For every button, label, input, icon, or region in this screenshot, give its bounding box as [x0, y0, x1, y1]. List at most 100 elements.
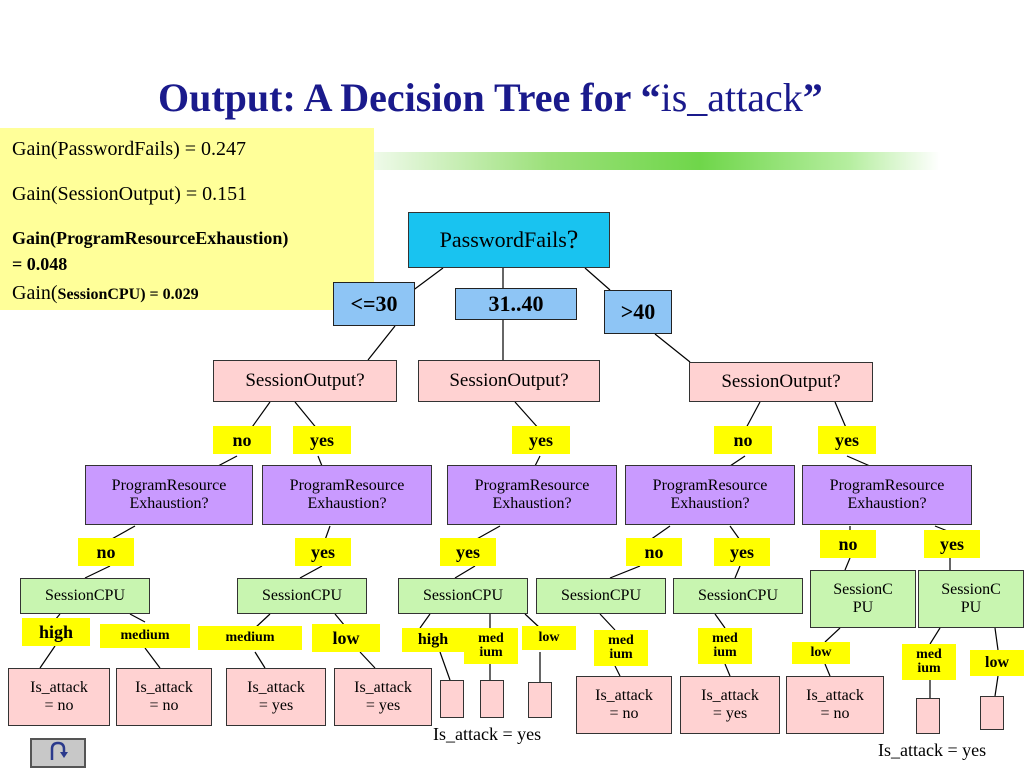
leaf-6-line2: = yes — [712, 705, 748, 722]
node-session-cpu-6-line2: PU — [852, 599, 874, 616]
label-pre5-yes: yes — [924, 530, 980, 558]
label-pre4-yes: yes — [714, 538, 770, 566]
node-session-output-1: SessionOutput? — [213, 360, 397, 402]
label-cpu3-medium-line2: ium — [479, 645, 503, 660]
node-session-cpu-6-line1: SessionC — [833, 580, 893, 598]
leaf-5-line2: = no — [609, 705, 639, 722]
leaf-1: Is_attack= no — [8, 668, 110, 726]
node-session-cpu-7-line2: PU — [960, 599, 982, 616]
title-open-quote: “ — [640, 75, 661, 120]
node-session-cpu-7-line1: SessionC — [941, 580, 1001, 598]
label-pre3-yes: yes — [440, 538, 496, 566]
node-pre-1-line1: ProgramResource — [111, 476, 227, 494]
leaf-empty-4 — [916, 698, 940, 734]
node-pre-5-line2: Exhaustion? — [847, 495, 927, 512]
title-close-quote: ” — [802, 75, 823, 120]
decorative-green-bar — [340, 152, 940, 170]
leaf-1-line1: Is_attack — [30, 678, 88, 696]
label-cpu7-medium-line2: ium — [917, 661, 941, 676]
label-cpu7-low: low — [970, 650, 1024, 676]
label-cpu3-high: high — [402, 628, 464, 652]
label-so3-no: no — [714, 426, 772, 454]
node-pre-3-line2: Exhaustion? — [492, 495, 572, 512]
gain-session-cpu-value: SessionCPU) = 0.029 — [57, 286, 199, 303]
return-arrow-icon — [46, 740, 70, 767]
label-cpu4-medium-line2: ium — [609, 647, 633, 662]
node-pre-1-line2: Exhaustion? — [129, 495, 209, 512]
gain-password-fails: Gain(PasswordFails) = 0.247 — [12, 138, 247, 160]
page-title: Output: A Decision Tree for “is_attack” — [158, 74, 823, 121]
leaf-3: Is_attack= yes — [226, 668, 326, 726]
node-pre-2-line2: Exhaustion? — [307, 495, 387, 512]
label-cpu3-medium-line1: med — [478, 631, 504, 646]
gain-session-cpu: Gain(SessionCPU) = 0.029 — [12, 282, 199, 305]
node-session-cpu-1: SessionCPU — [20, 578, 150, 614]
caption-is-attack-yes-1: Is_attack = yes — [433, 724, 542, 744]
leaf-7-line2: = no — [820, 705, 850, 722]
label-cpu3-low: low — [522, 626, 576, 650]
gain-session-cpu-prefix: Gain( — [12, 282, 58, 304]
leaf-2-line2: = no — [149, 697, 179, 714]
leaf-empty-3 — [528, 682, 552, 718]
node-password-fails-mark: ? — [566, 225, 579, 255]
gain-session-output: Gain(SessionOutput) = 0.151 — [12, 183, 248, 205]
gain-program-resource-exhaustion-value: = 0.048 — [12, 254, 68, 274]
leaf-5-line1: Is_attack — [595, 686, 653, 704]
label-cpu1-high: high — [22, 618, 90, 646]
label-pre1-no: no — [78, 538, 134, 566]
gain-summary-box: Gain(PasswordFails) = 0.247 Gain(Session… — [0, 128, 374, 310]
leaf-3-line1: Is_attack — [247, 678, 305, 696]
leaf-empty-2 — [480, 680, 504, 718]
label-so1-yes: yes — [293, 426, 351, 454]
leaf-6: Is_attack= yes — [680, 676, 780, 734]
label-cpu6-low: low — [792, 642, 850, 664]
label-cpu1-medium: medium — [100, 624, 190, 648]
node-session-cpu-2: SessionCPU — [237, 578, 367, 614]
label-so2-yes: yes — [512, 426, 570, 454]
node-session-cpu-3: SessionCPU — [398, 578, 528, 614]
node-pre-2-line1: ProgramResource — [289, 476, 405, 494]
return-button[interactable] — [30, 738, 86, 768]
leaf-2-line1: Is_attack — [135, 678, 193, 696]
leaf-7: Is_attack= no — [786, 676, 884, 734]
caption-is-attack-yes-2: Is_attack = yes — [878, 740, 987, 760]
leaf-4-line2: = yes — [365, 697, 401, 714]
label-cpu4-medium-line1: med — [608, 633, 634, 648]
node-session-cpu-4: SessionCPU — [536, 578, 666, 614]
leaf-4-line1: Is_attack — [354, 678, 412, 696]
label-pre5-no: no — [820, 530, 876, 558]
node-password-fails-label: PasswordFails — [439, 227, 567, 253]
gain-program-resource-exhaustion: Gain(ProgramResourceExhaustion) — [12, 228, 289, 248]
title-prefix: Output: A Decision Tree for — [158, 75, 641, 120]
label-pre4-no: no — [626, 538, 682, 566]
branch-range-mid: 31..40 — [455, 288, 577, 320]
leaf-1-line2: = no — [44, 697, 74, 714]
node-password-fails: PasswordFails? — [408, 212, 610, 268]
branch-range-high: >40 — [604, 290, 672, 334]
label-pre2-yes: yes — [295, 538, 351, 566]
leaf-empty-1 — [440, 680, 464, 718]
node-pre-4-line2: Exhaustion? — [670, 495, 750, 512]
label-cpu5-medium-line1: med — [712, 631, 738, 646]
leaf-6-line1: Is_attack — [701, 686, 759, 704]
node-pre-3-line1: ProgramResource — [474, 476, 590, 494]
node-pre-5-line1: ProgramResource — [829, 476, 945, 494]
leaf-empty-5 — [980, 696, 1004, 730]
label-so3-yes: yes — [818, 426, 876, 454]
branch-range-low: <=30 — [333, 282, 415, 326]
label-cpu5-medium-line2: ium — [713, 645, 737, 660]
leaf-3-line2: = yes — [258, 697, 294, 714]
leaf-4: Is_attack= yes — [334, 668, 432, 726]
node-session-output-2: SessionOutput? — [418, 360, 600, 402]
node-pre-4-line1: ProgramResource — [652, 476, 768, 494]
